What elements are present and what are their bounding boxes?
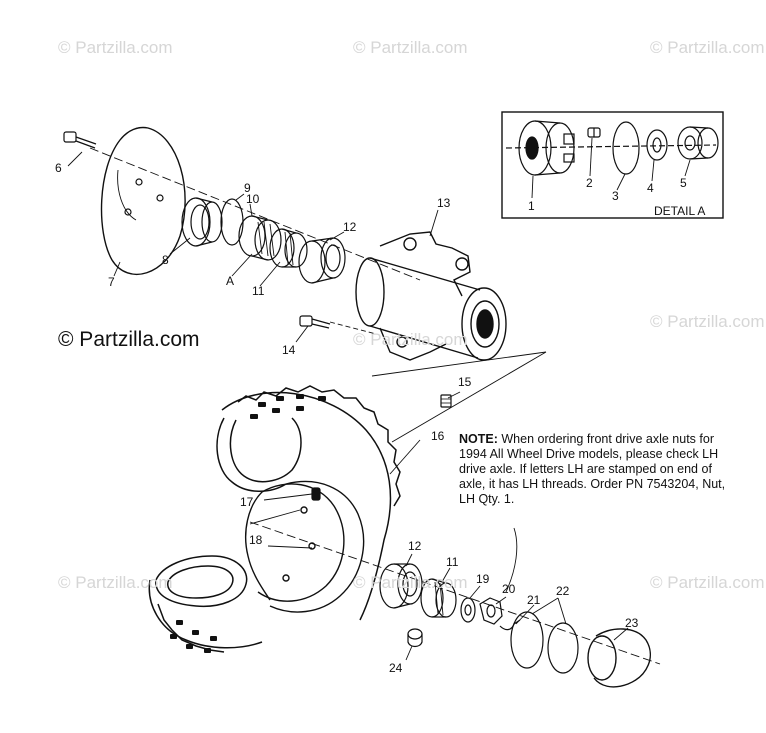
callout-17: 17 bbox=[240, 495, 254, 509]
hub-cap-23 bbox=[587, 628, 651, 688]
callout-21: 21 bbox=[527, 593, 541, 607]
ring-9 bbox=[220, 198, 244, 246]
brand-label: © Partzilla.com bbox=[58, 328, 200, 351]
callout-3: 3 bbox=[612, 189, 619, 203]
bearing-10 bbox=[238, 215, 282, 261]
callout-13: 13 bbox=[437, 196, 451, 210]
tire-16 bbox=[148, 385, 401, 653]
bolt-6 bbox=[63, 131, 97, 149]
callout-11-lower: 11 bbox=[446, 555, 459, 569]
detail-a-ring bbox=[612, 121, 640, 175]
race-12 bbox=[298, 237, 346, 284]
stud-15 bbox=[440, 394, 452, 408]
bearing-11-lower bbox=[420, 578, 457, 618]
callout-16: 16 bbox=[431, 429, 445, 443]
watermark: © Partzilla.com bbox=[353, 330, 468, 349]
callout-11: 11 bbox=[252, 284, 265, 298]
bearing-11 bbox=[269, 228, 308, 268]
washer-19 bbox=[460, 597, 476, 623]
bolt-14 bbox=[299, 315, 377, 335]
callout-22: 22 bbox=[556, 584, 570, 598]
watermark: © Partzilla.com bbox=[650, 573, 765, 592]
callout-12-lower: 12 bbox=[408, 539, 422, 553]
callout-2: 2 bbox=[586, 176, 593, 190]
callout-4: 4 bbox=[647, 181, 654, 195]
callout-20: 20 bbox=[502, 582, 516, 596]
watermark: © Partzilla.com bbox=[353, 573, 468, 592]
detail-a-pin bbox=[587, 127, 601, 138]
valve-17 bbox=[311, 487, 321, 501]
watermark: © Partzilla.com bbox=[650, 38, 765, 57]
callout-23: 23 bbox=[625, 616, 639, 630]
callout-7: 7 bbox=[108, 275, 115, 289]
note-label: NOTE: bbox=[459, 432, 498, 446]
cotter-pin-21 bbox=[499, 619, 521, 631]
callout-9: 9 bbox=[244, 181, 251, 195]
callout-1: 1 bbox=[528, 199, 535, 213]
watermark: © Partzilla.com bbox=[650, 312, 765, 331]
callout-5: 5 bbox=[680, 176, 687, 190]
callout-6: 6 bbox=[55, 161, 62, 175]
detail-a-label: DETAIL A bbox=[654, 204, 706, 218]
upper-center-line bbox=[89, 147, 421, 281]
detail-a-collar bbox=[646, 129, 668, 161]
callout-19: 19 bbox=[476, 572, 490, 586]
watermark: © Partzilla.com bbox=[58, 38, 173, 57]
callout-8: 8 bbox=[162, 253, 169, 267]
o-ring-22b bbox=[547, 622, 579, 674]
note-text: When ordering front drive axle nuts for … bbox=[459, 432, 726, 506]
hub-13 bbox=[355, 231, 507, 361]
callout-18: 18 bbox=[249, 533, 263, 547]
plug-24 bbox=[407, 628, 423, 648]
nut-20 bbox=[479, 597, 503, 625]
o-ring-22a bbox=[510, 611, 544, 669]
watermark: © Partzilla.com bbox=[353, 38, 468, 57]
callout-14: 14 bbox=[282, 343, 296, 357]
callout-24: 24 bbox=[389, 661, 403, 675]
brake-disc-7 bbox=[100, 126, 186, 276]
seal-8 bbox=[181, 197, 223, 247]
detail-a-coupler bbox=[677, 126, 719, 160]
watermark: © Partzilla.com bbox=[58, 573, 173, 592]
ordering-note: NOTE: When ordering front drive axle nut… bbox=[459, 432, 739, 507]
callout-12: 12 bbox=[343, 220, 357, 234]
detail-a-hub-part bbox=[518, 120, 575, 176]
rim-18 bbox=[245, 480, 365, 613]
callout-15: 15 bbox=[458, 375, 472, 389]
callout-10: 10 bbox=[246, 192, 260, 206]
detail-a-box bbox=[501, 111, 724, 219]
callout-A: A bbox=[226, 274, 235, 288]
